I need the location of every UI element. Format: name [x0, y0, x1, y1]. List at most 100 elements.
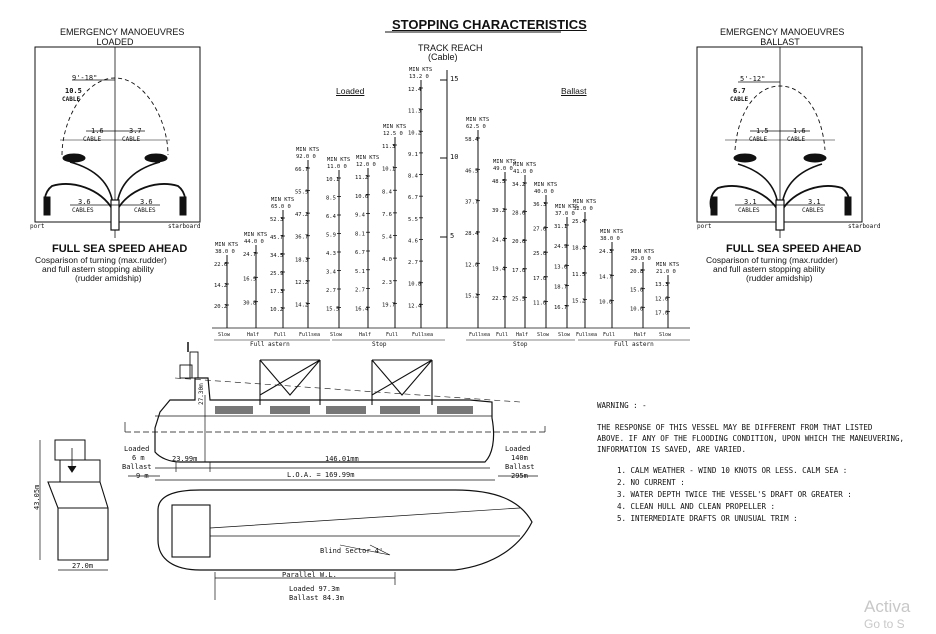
chart-data-label: 15.2	[572, 299, 585, 305]
chart-category-label: Fullsea	[576, 332, 597, 338]
chart-column-head-value: 49.0 0	[493, 166, 513, 172]
chart-data-label: 12.2	[295, 280, 308, 286]
chart-data-label: 19.4	[492, 267, 506, 273]
chart-data-label: 24.7	[243, 252, 256, 258]
chart-column-head-label: MIN KTS	[383, 124, 406, 130]
left-outer-right: 3.6	[140, 198, 153, 206]
chart-column-head-value: 12.0 0	[356, 162, 376, 168]
chart-data-label: 12.4	[408, 87, 422, 93]
chart-data-label: 18.4	[572, 246, 586, 252]
chart-data-label: 13.6	[554, 264, 567, 270]
chart-data-label: 66.7	[295, 167, 308, 173]
chart-category-label: Slow	[558, 332, 571, 338]
right-outer-right: 3.1	[808, 198, 821, 206]
elevation-width-dim: 27.0m	[72, 562, 94, 570]
chart-column-head-label: MIN KTS	[296, 147, 319, 153]
chart-data-label: 24.9	[554, 244, 567, 250]
chart-data-label: 18.7	[554, 285, 567, 291]
warning-paragraph-3: INFORMATION IS SAVED, ARE VARIED.	[597, 445, 747, 454]
chart-category-label: Half	[247, 332, 259, 338]
chart-column-head-label: MIN KTS	[513, 162, 536, 168]
chart-data-label: 30.8	[243, 301, 256, 307]
chart-column-head-label: MIN KTS	[409, 67, 432, 73]
chart-data-label: 10.6	[355, 194, 368, 200]
chart-column-head-value: 32.0 0	[573, 206, 593, 212]
chart-data-label: 36.3	[533, 202, 546, 208]
left-caption-1: FULL SEA SPEED AHEAD	[52, 243, 188, 255]
chart-data-label: 45.7	[270, 235, 283, 241]
ballast-left-2: 9 m	[136, 472, 149, 480]
chart-column-head-label: MIN KTS	[493, 159, 516, 165]
elevation-height-dim: 43.05m	[33, 484, 41, 510]
group-stop-right: Stop	[513, 341, 528, 348]
chart-data-label: 25.0	[533, 251, 546, 257]
chart-data-label: 5.5	[408, 217, 418, 223]
right-caption-1: FULL SEA SPEED AHEAD	[726, 243, 862, 255]
chart-column-head-value: 29.0 0	[631, 256, 651, 262]
chart-data-label: 37.7	[465, 200, 478, 206]
chart-category-label: Fullsea	[469, 332, 490, 338]
chart-data-label: 5.9	[326, 233, 336, 239]
chart-data-label: 15.2	[465, 294, 478, 300]
stern-dim: 23.99m	[172, 455, 198, 463]
chart-data-label: 12.0	[465, 262, 478, 268]
chart-column-head-value: 38.0 0	[215, 249, 235, 255]
chart-data-label: 5.1	[355, 269, 365, 275]
chart-column-head-value: 37.0 0	[555, 211, 575, 217]
chart-data-label: 2.7	[408, 260, 418, 266]
chart-data-label: 22.7	[492, 296, 505, 302]
parallel-loaded: Loaded 97.3m	[289, 585, 340, 593]
chart-category-label: Slow	[537, 332, 550, 338]
chart-data-label: 10.2	[270, 307, 283, 313]
left-inner-unit-b: CABLE	[122, 136, 141, 143]
chart-data-label: 2.7	[355, 288, 365, 294]
chart-data-label: 9.4	[355, 213, 366, 219]
chart-category-label: Slow	[330, 332, 343, 338]
chart-data-label: 22.6	[214, 262, 227, 268]
loa-dim: L.O.A. = 169.99m	[287, 471, 355, 479]
warning-item-2: 2. NO CURRENT :	[617, 478, 685, 487]
chart-data-label: 25.9	[270, 271, 283, 277]
right-outer-left: 3.1	[744, 198, 757, 206]
chart-data-label: 6.4	[326, 214, 337, 220]
right-port-label: port	[697, 223, 712, 230]
chart-data-label: 10.0	[599, 300, 612, 306]
chart-data-label: 4.6	[408, 238, 418, 244]
chart-category-label: Half	[359, 332, 371, 338]
chart-column-head-value: 38.0 0	[600, 236, 620, 242]
left-reach-unit: CABLE	[62, 96, 81, 103]
axis-tick-15: 15	[450, 75, 459, 83]
right-manoeuvre-panel	[696, 46, 863, 238]
chart-category-label: Full	[603, 332, 615, 338]
left-heading-1: EMERGENCY MANOEUVRES	[60, 27, 185, 37]
chart-data-label: 17.0	[533, 276, 546, 282]
left-dim-top: 9'-18"	[72, 74, 98, 82]
chart-data-label: 11.3	[382, 144, 395, 150]
chart-data-label: 12.4	[408, 303, 422, 309]
left-inner-unit-a: CABLE	[83, 136, 102, 143]
chart-data-label: 8.4	[408, 174, 419, 180]
chart-data-label: 16.4	[355, 306, 369, 312]
chart-data-label: 28.6	[512, 211, 525, 217]
ballast-left-1: Ballast	[122, 463, 152, 471]
chart-data-label: 6.7	[408, 195, 418, 201]
left-heading-2: LOADED	[96, 37, 134, 47]
chart-column-head-value: 40.0 0	[534, 189, 554, 195]
chart-data-label: 17.0	[512, 268, 525, 274]
activation-watermark-2: Go to S	[864, 617, 905, 631]
right-caption-4: (rudder amidship)	[746, 273, 813, 283]
loaded-right-1: Loaded	[505, 445, 531, 453]
chart-data-label: 14.2	[214, 283, 227, 289]
chart-data-label: 24.3	[599, 249, 612, 255]
chart-column-head-label: MIN KTS	[656, 262, 679, 268]
group-full-astern-right: Full astern	[614, 341, 654, 348]
chart-data-label: 31.1	[554, 224, 567, 230]
right-inner-unit-b: CABLE	[787, 136, 806, 143]
chart-data-label: 39.2	[492, 208, 505, 214]
right-inner-unit-a: CABLE	[749, 136, 768, 143]
chart-column-head-label: MIN KTS	[327, 157, 350, 163]
right-heading-2: BALLAST	[760, 37, 800, 47]
ballast-right-1: Ballast	[505, 463, 535, 471]
